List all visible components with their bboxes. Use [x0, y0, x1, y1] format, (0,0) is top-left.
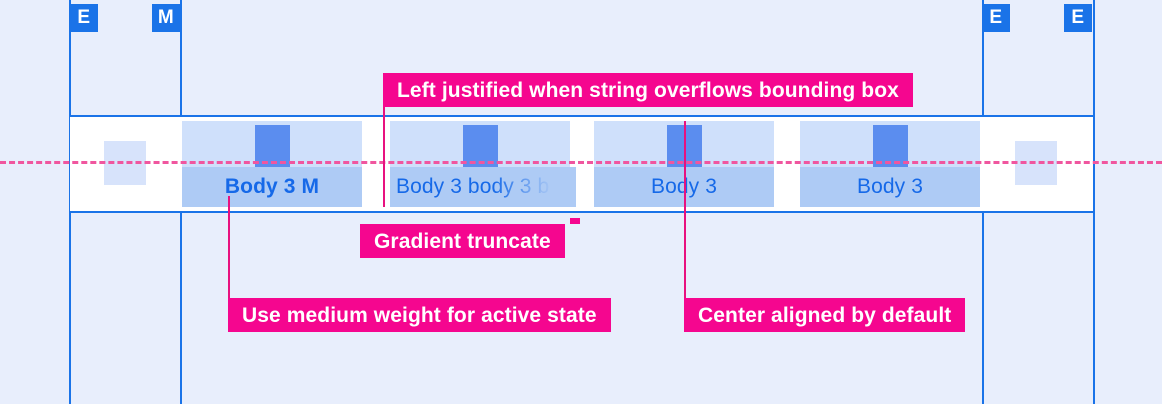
tab-label-row: Body 3 body 3 b: [390, 167, 576, 207]
callout-medium-weight: Use medium weight for active state: [228, 298, 611, 332]
connector-medium-weight: [228, 196, 230, 298]
connector-center-aligned: [684, 121, 686, 298]
icon-placeholder-icon: [255, 125, 290, 167]
tab-label: Body 3: [651, 175, 717, 198]
callout-gradient-truncate-notch: [570, 218, 580, 224]
badge-edge-right-inner: E: [982, 4, 1010, 32]
guide-right-edge: [1093, 0, 1095, 404]
icon-placeholder-icon: [873, 125, 908, 167]
callout-gradient-truncate: Gradient truncate: [360, 224, 565, 258]
icon-placeholder-icon: [463, 125, 498, 167]
tab-icon-row: [182, 121, 362, 167]
badge-margin-left: M: [152, 4, 180, 32]
tab-label-row: Body 3 M: [182, 167, 362, 207]
connector-left-justified: [383, 73, 385, 207]
tab-icon-row: [800, 121, 980, 167]
badge-edge-right-outer: E: [1064, 4, 1092, 32]
tab-icon-row: [390, 121, 570, 167]
tab-label-row: Body 3: [800, 167, 980, 207]
callout-center-aligned: Center aligned by default: [684, 298, 966, 332]
tab-cell-4[interactable]: Body 3: [800, 121, 980, 207]
callout-left-justified: Left justified when string overflows bou…: [383, 73, 913, 107]
tab-label: Body 3: [857, 175, 923, 198]
tab-cell-1[interactable]: Body 3 M: [182, 121, 362, 207]
tab-label: Body 3 body 3 b: [396, 175, 550, 198]
tab-cell-2[interactable]: Body 3 body 3 b: [390, 121, 576, 207]
vertical-center-guideline: [0, 161, 1162, 164]
badge-edge-left: E: [70, 4, 98, 32]
tab-label: Body 3 M: [224, 175, 320, 198]
